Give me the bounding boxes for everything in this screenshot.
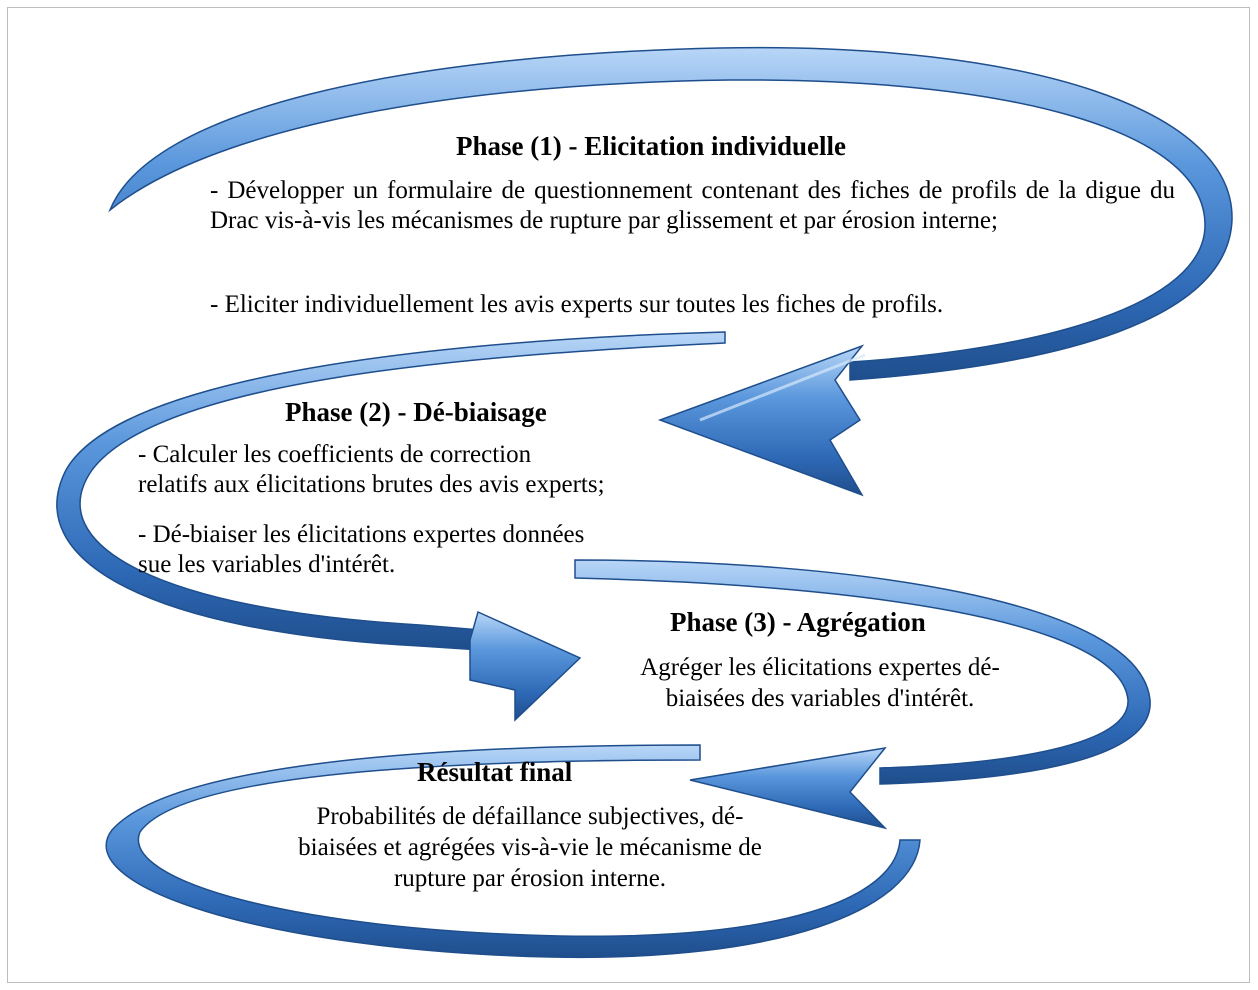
phase3-title: Phase (3) - Agrégation — [670, 607, 926, 637]
phase1-item1: - Développer un formulaire de questionne… — [210, 177, 1175, 234]
result-line3: rupture par érosion interne. — [393, 865, 667, 892]
loop-arrow-phase2 — [56, 331, 726, 722]
phase2-item1-line1: - Calculer les coefficients de correctio… — [138, 441, 532, 468]
loop-arrow-phase3 — [574, 559, 1151, 830]
result-title: Résultat final — [417, 757, 573, 787]
phase2-item2-line2: sue les variables d'intérêt. — [138, 551, 396, 578]
diagram-frame — [7, 7, 1250, 983]
phase1-item2: - Eliciter individuellement les avis exp… — [210, 291, 944, 318]
loop-arrow-result — [105, 744, 921, 959]
phase3-line1: Agréger les élicitations expertes dé- — [640, 654, 1000, 681]
phase2-title: Phase (2) - Dé-biaisage — [285, 397, 547, 427]
phase2-item1-line2: relatifs aux élicitations brutes des avi… — [138, 471, 605, 498]
phase2-item2-line1: - Dé-biaiser les élicitations expertes d… — [138, 521, 585, 548]
loop-arrow-phase1 — [108, 46, 1233, 497]
result-line1: Probabilités de défaillance subjectives,… — [316, 803, 744, 830]
result-line2: biaisées et agrégées vis-à-vie le mécani… — [298, 834, 762, 861]
phase3-line2: biaisées des variables d'intérêt. — [665, 685, 975, 712]
phase1-title: Phase (1) - Elicitation individuelle — [456, 131, 847, 161]
